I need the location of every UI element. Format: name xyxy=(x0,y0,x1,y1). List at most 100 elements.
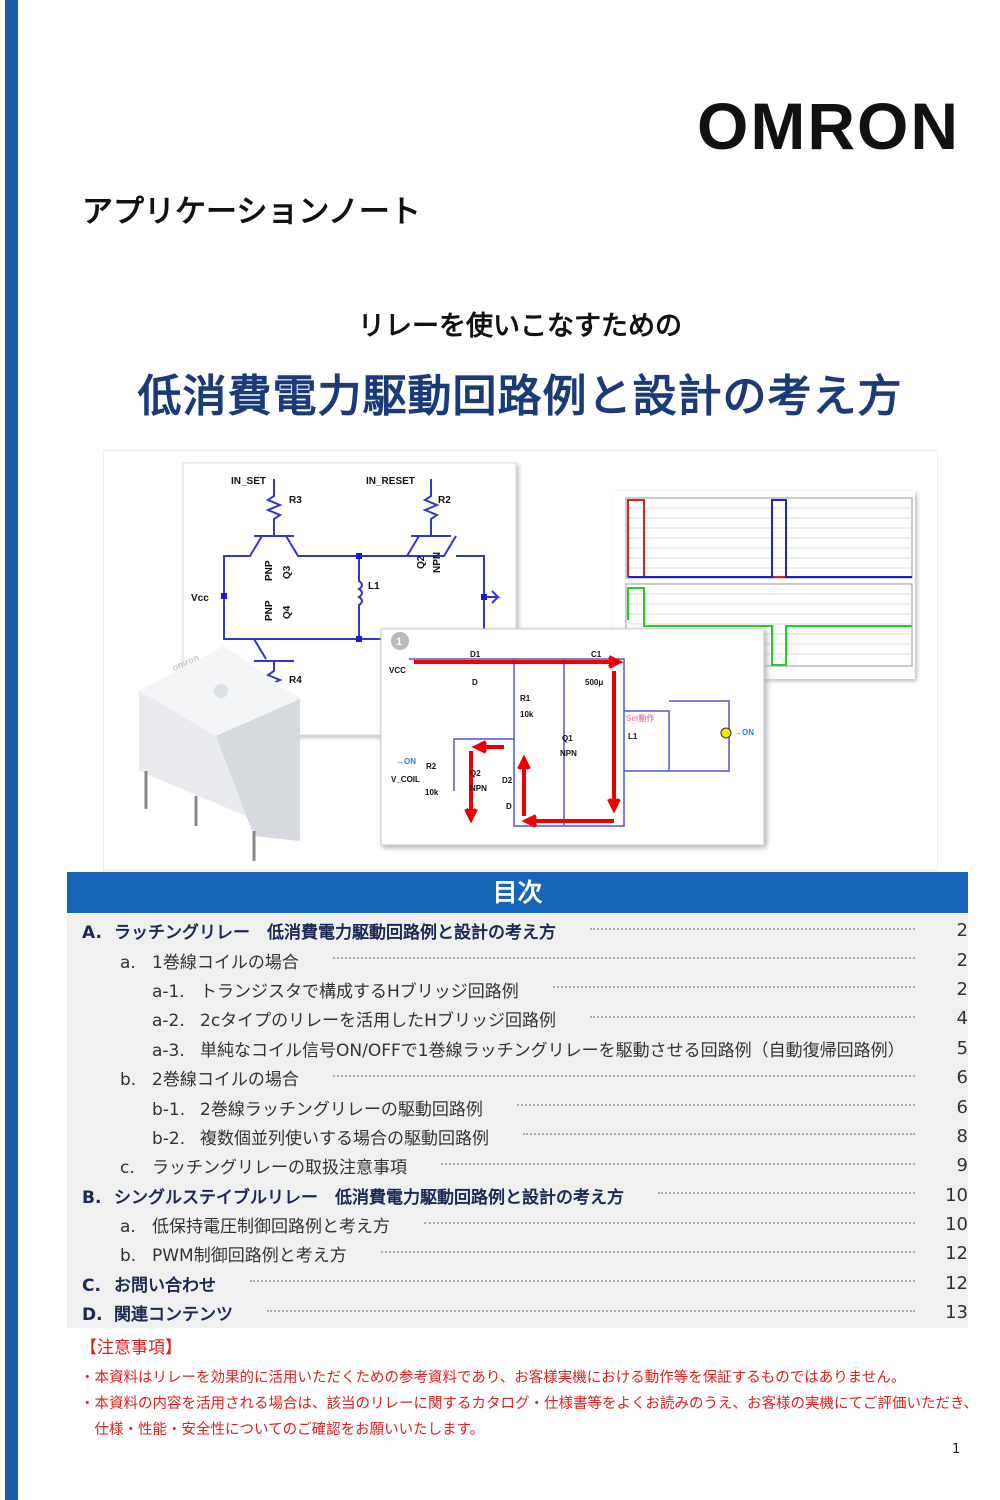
toc-entry-label: a-2.2cタイプのリレーを活用したHブリッジ回路例 xyxy=(152,1006,556,1031)
toc-leader-dots xyxy=(380,1250,915,1253)
toc-entry-page: 10 xyxy=(945,1214,968,1236)
label-q1: Q1 xyxy=(562,734,573,743)
toc-entry-page: 4 xyxy=(956,1008,968,1030)
toc-entry-label: A.ラッチングリレー 低消費電力駆動回路例と設計の考え方 xyxy=(82,918,556,943)
label-on-lamp: →ON xyxy=(734,728,754,737)
toc-entry-label: D.関連コンテンツ xyxy=(82,1300,233,1325)
toc-entry[interactable]: b-1.2巻線ラッチングリレーの駆動回路例 6 xyxy=(67,1092,968,1121)
label-d2-type: D xyxy=(506,802,512,811)
label-l1-2: L1 xyxy=(628,732,638,741)
label-q3-type: PNP xyxy=(264,560,275,581)
label-c1-value: 500μ xyxy=(585,678,603,687)
toc-entry-title: PWM制御回路例と考え方 xyxy=(152,1246,347,1267)
toc-entry-page: 6 xyxy=(956,1067,968,1089)
toc-entry-title: トランジスタで構成するHブリッジ回路例 xyxy=(200,981,519,1002)
toc-entry-title: ラッチングリレーの取扱注意事項 xyxy=(152,1158,407,1179)
label-d2: D2 xyxy=(502,776,513,785)
toc-leader-dots xyxy=(516,1104,915,1107)
toc-entry-label: c. ラッチングリレーの取扱注意事項 xyxy=(120,1153,407,1178)
toc-entry-label: b. PWM制御回路例と考え方 xyxy=(120,1241,347,1266)
toc-entry-marker: b. xyxy=(120,1070,137,1091)
toc-entry-marker: b-1. xyxy=(152,1099,186,1120)
toc-entry-page: 12 xyxy=(945,1272,968,1294)
label-vcc2: VCC xyxy=(389,666,406,675)
toc-entry[interactable]: a. 1巻線コイルの場合 2 xyxy=(67,945,968,974)
toc-entry[interactable]: a-2.2cタイプのリレーを活用したHブリッジ回路例 4 xyxy=(67,1004,968,1033)
label-r3: R3 xyxy=(289,495,302,506)
toc-leader-dots xyxy=(658,1192,915,1195)
label-c1: C1 xyxy=(591,650,602,659)
toc-entry-title: シングルステイブルリレー 低消費電力駆動回路例と設計の考え方 xyxy=(114,1187,624,1208)
latching-drive-schematic: 1 VCC D1 D C1 500μ R1 10k Q1 NPN L1 Set動… xyxy=(380,628,765,846)
label-r2-value: 10k xyxy=(425,788,439,797)
toc-entry-title: 複数個並列使いする場合の駆動回路例 xyxy=(200,1128,489,1149)
toc-entry[interactable]: b. PWM制御回路例と考え方 12 xyxy=(67,1239,968,1268)
label-vcc: Vcc xyxy=(191,593,209,604)
toc-entry-title: ラッチングリレー 低消費電力駆動回路例と設計の考え方 xyxy=(114,923,556,944)
label-r1: R1 xyxy=(520,694,531,703)
toc-entry-marker: b. xyxy=(120,1246,137,1267)
toc-leader-dots xyxy=(523,1133,915,1136)
toc-entry-label: C.お問い合わせ xyxy=(82,1271,216,1296)
toc-leader-dots xyxy=(552,986,915,989)
toc-leader-dots xyxy=(332,1074,915,1077)
toc-entry-marker: a. xyxy=(120,952,136,973)
toc-entry-marker: b-2. xyxy=(152,1128,186,1149)
toc-entry-marker: a-1. xyxy=(152,981,185,1002)
toc-entry[interactable]: a.低保持電圧制御回路例と考え方 10 xyxy=(67,1210,968,1239)
label-r1-value: 10k xyxy=(520,710,534,719)
label-q4: Q4 xyxy=(282,605,293,619)
toc-entry-marker: c. xyxy=(120,1158,135,1179)
label-r2-2: R2 xyxy=(426,762,437,771)
label-r2: R2 xyxy=(438,495,451,506)
page-subtitle: リレーを使いこなすための xyxy=(358,311,682,342)
toc-entry-page: 6 xyxy=(956,1096,968,1118)
toc-leader-dots xyxy=(441,1162,915,1165)
toc-leader-dots xyxy=(424,1221,915,1224)
toc-entry-marker: a. xyxy=(120,1217,136,1238)
toc-entry-title: 1巻線コイルの場合 xyxy=(152,952,299,973)
label-r4: R4 xyxy=(289,675,302,686)
toc-entry[interactable]: a-3. 単純なコイル信号ON/OFFで1巻線ラッチングリレーを駆動させる回路例（… xyxy=(67,1034,968,1063)
toc-leader-dots xyxy=(589,1015,915,1018)
toc-entry[interactable]: A.ラッチングリレー 低消費電力駆動回路例と設計の考え方 2 xyxy=(67,916,968,945)
toc-entry-page: 8 xyxy=(956,1125,968,1147)
label-on-input: →ON xyxy=(396,757,416,766)
toc-leader-dots xyxy=(250,1280,915,1283)
toc-entry-label: a-1. トランジスタで構成するHブリッジ回路例 xyxy=(152,977,519,1002)
toc-entry-page: 2 xyxy=(956,920,968,942)
toc-entry-label: a. 1巻線コイルの場合 xyxy=(120,948,299,973)
document-type: アプリケーションノート xyxy=(82,194,421,230)
toc-entry-label: a-3. 単純なコイル信号ON/OFFで1巻線ラッチングリレーを駆動させる回路例（… xyxy=(152,1036,905,1061)
toc-entry-title: 単純なコイル信号ON/OFFで1巻線ラッチングリレーを駆動させる回路例（自動復帰… xyxy=(200,1040,905,1061)
label-in-reset: IN_RESET xyxy=(366,476,415,487)
page-number: 1 xyxy=(952,1442,961,1457)
step-number: 1 xyxy=(396,636,402,648)
caution-line: ・本資料はリレーを効果的に活用いただくための参考資料であり、お客様実機における動… xyxy=(80,1370,906,1386)
label-q3: Q3 xyxy=(282,565,293,579)
toc-entry-page: 12 xyxy=(945,1243,968,1265)
toc-entry-page: 2 xyxy=(956,949,968,971)
toc-entry-label: b-1.2巻線ラッチングリレーの駆動回路例 xyxy=(152,1095,483,1120)
toc-entry-label: b-2. 複数個並列使いする場合の駆動回路例 xyxy=(152,1124,489,1149)
label-l1: L1 xyxy=(368,581,380,592)
label-in-set: IN_SET xyxy=(231,476,266,487)
label-q1-type: NPN xyxy=(560,749,577,758)
toc-heading: 目次 xyxy=(67,872,968,913)
toc-entry[interactable]: C.お問い合わせ 12 xyxy=(67,1269,968,1298)
toc-entry-marker: a-3. xyxy=(152,1040,185,1061)
relay-photo: omron xyxy=(139,646,300,861)
cover-figure: IN_SET IN_RESET R3 R2 R4 L1 Vcc PNP Q3 P… xyxy=(103,450,938,871)
page-title: 低消費電力駆動回路例と設計の考え方 xyxy=(137,371,903,422)
toc-entry[interactable]: b-2. 複数個並列使いする場合の駆動回路例 8 xyxy=(67,1122,968,1151)
toc-entry-label: a.低保持電圧制御回路例と考え方 xyxy=(120,1212,390,1237)
label-q2: Q2 xyxy=(416,555,427,569)
label-d1-type: D xyxy=(472,678,478,687)
toc-entry-marker: a-2. xyxy=(152,1011,185,1032)
omron-logo: OMRON xyxy=(697,89,960,163)
